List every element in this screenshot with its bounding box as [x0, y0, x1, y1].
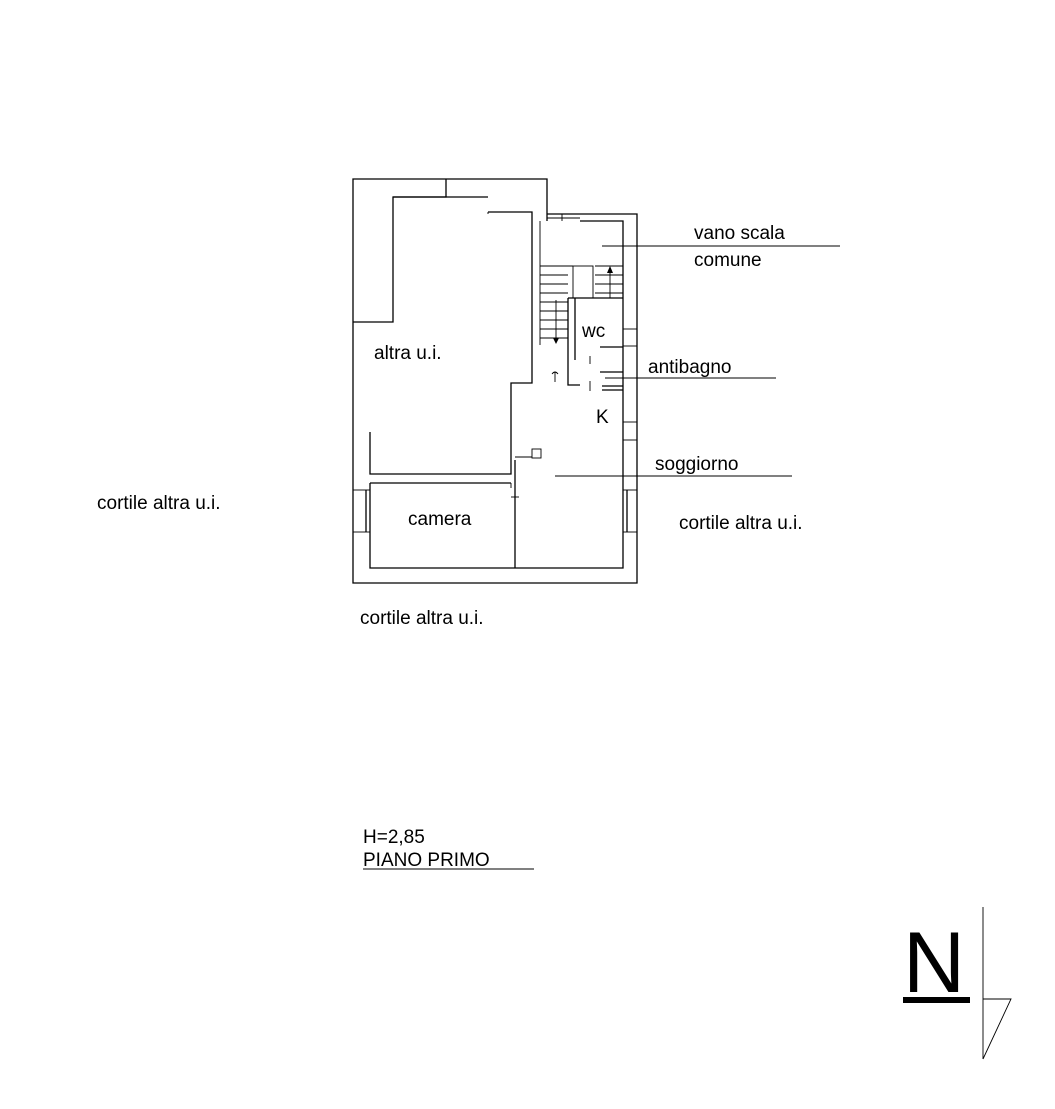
- label-comune: comune: [694, 250, 762, 271]
- window-kitchen: [622, 421, 638, 441]
- window-wc: [622, 328, 638, 347]
- label-cortile-left: cortile altra u.i.: [97, 493, 221, 514]
- north-letter: N: [903, 915, 965, 1011]
- windows: [352, 328, 638, 533]
- label-altra-ui: altra u.i.: [374, 343, 442, 364]
- label-soggiorno: soggiorno: [655, 454, 738, 475]
- window-camera: [352, 489, 371, 533]
- north-arrow-icon: N: [903, 907, 1012, 1060]
- label-vano-scala: vano scala: [694, 223, 785, 244]
- window-soggiorno: [622, 489, 638, 533]
- leader-lines: [555, 245, 840, 477]
- label-wc: wc: [581, 321, 605, 342]
- label-cortile-bottom: cortile altra u.i.: [360, 608, 484, 629]
- label-height: H=2,85: [363, 827, 425, 848]
- label-cortile-right: cortile altra u.i.: [679, 513, 803, 534]
- label-camera: camera: [408, 509, 472, 530]
- label-floor-title: PIANO PRIMO: [363, 850, 490, 871]
- wc-block: [551, 297, 623, 391]
- staircase: [539, 214, 623, 345]
- label-antibagno: antibagno: [648, 357, 731, 378]
- label-k: K: [596, 407, 609, 428]
- altra-ui-block: [353, 179, 533, 475]
- outer-walls: [352, 178, 638, 584]
- interior-partitions: [370, 448, 542, 568]
